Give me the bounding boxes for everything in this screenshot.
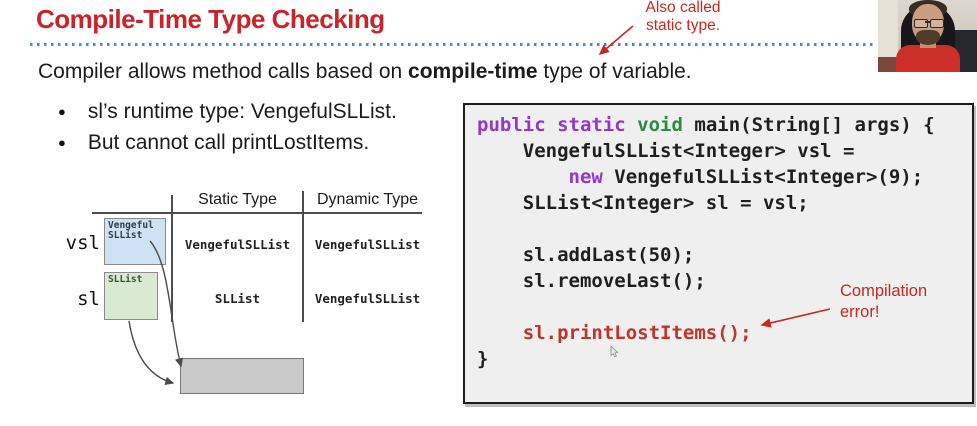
sl-pointer-arrow [128,320,175,386]
column-header-static-type: Static Type [198,191,277,208]
static-type-annotation: Also called static type. [627,0,739,35]
code-line: } [477,348,489,370]
compilation-error-label: Compilation error! [840,281,950,323]
code-line: public static void main(String[] args) { [477,114,935,136]
bullet-icon: ● [58,104,66,119]
annotation-line: Also called [645,0,721,16]
sl-box-label: SLList [108,274,143,285]
lead-sentence: Compiler allows method calls based on co… [38,60,692,84]
bullet-item: ● sl’s runtime type: VengefulSLList. [58,100,397,124]
webcam-person-shirt [896,45,960,72]
cell-vsl-dynamic: VengefulSLList [314,237,421,252]
webcam-overlay [878,0,977,72]
webcam-person-beard [916,30,940,45]
code-line: SLList<Integer> sl = vsl; [477,192,809,214]
compilation-error-line: Compilation [840,282,928,300]
code-line: sl.removeLast(); [477,270,706,292]
compilation-error-line: error! [840,303,880,321]
code-line: sl.addLast(50); [477,244,695,266]
cell-vsl-static: VengefulSLList [184,237,291,252]
webcam-doorway [878,0,898,58]
webcam-person-glasses [930,19,944,28]
variable-label-sl: sl [77,288,100,310]
code-line: sl.printLostItems(); [477,322,752,344]
vsl-object-box: Vengeful SLList [104,218,166,265]
bullet-text: But cannot call printLostItems. [87,131,370,154]
code-line: VengefulSLList<Integer> vsl = [477,140,855,162]
annotation-line: static type. [645,17,721,34]
vsl-box-label-line: SLList [108,230,143,241]
code-lines: public static void main(String[] args) {… [477,112,972,372]
vsl-box-label: Vengeful SLList [105,219,165,241]
variable-label-vsl: vsl [65,232,100,254]
code-block: public static void main(String[] args) {… [463,103,974,404]
dotted-divider [30,43,876,46]
lead-bold: compile-time [408,60,538,83]
code-line: new VengefulSLList<Integer>(9); [568,166,924,188]
cell-sl-dynamic: VengefulSLList [314,291,421,306]
webcam-person-glasses [914,19,928,28]
cell-sl-static: SLList [214,291,261,306]
page-title: Compile-Time Type Checking [36,4,385,34]
lead-pre: Compiler allows method calls based on [38,60,409,83]
bullet-text: sl’s runtime type: VengefulSLList. [87,100,397,123]
webcam-person-glasses-bridge [925,21,931,23]
lead-post: type of variable. [537,60,692,83]
bullet-item: ● But cannot call printLostItems. [58,131,369,155]
column-header-dynamic-type: Dynamic Type [316,191,419,208]
shared-object-box [180,358,304,394]
vsl-box-label-line: Vengeful [108,220,154,231]
code-line [477,216,972,242]
bullet-icon: ● [58,135,66,150]
table-column-divider [302,191,304,322]
table-header-rule [92,212,422,214]
sl-object-box: SLList [104,272,158,320]
